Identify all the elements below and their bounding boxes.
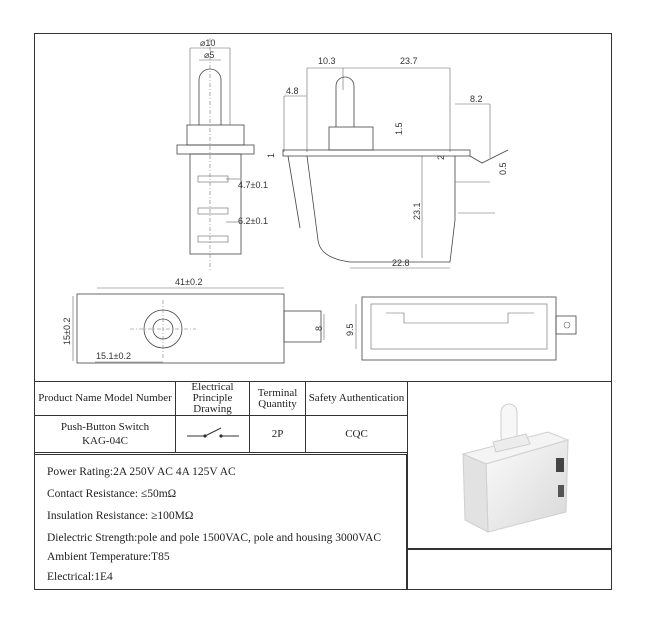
dim-plunger: ⌀5: [204, 50, 214, 60]
dim-1-5: 1.5: [394, 122, 404, 135]
dim-top-width: ⌀10: [200, 38, 215, 48]
header-electrical: Electrical Principle Drawing: [175, 381, 250, 416]
spec-table: Product Name Model Number Electrical Pri…: [34, 381, 408, 453]
cell-safety: CQC: [305, 415, 408, 453]
dim-8: 8: [314, 326, 324, 331]
dim-1: 1: [266, 153, 276, 158]
dim-2: 2: [436, 155, 446, 160]
dim-15-1: 15.1±0.2: [96, 351, 131, 361]
photo-caption: [407, 549, 612, 590]
header-product: Product Name Model Number: [34, 381, 176, 416]
technical-drawing: ⌀10 ⌀5 4.7±0.1 6.2±0.1 10.3 23.7 4.8 8.2…: [62, 38, 577, 364]
bottom-view: 41±0.2 15±0.2 15.1±0.2 8: [62, 277, 325, 364]
dim-4-7: 4.7±0.1: [238, 180, 268, 190]
side-view: 10.3 23.7 4.8 8.2 1.5 2 1 0.5 23.1 22.8: [266, 56, 509, 269]
front-view: ⌀10 ⌀5 4.7±0.1 6.2±0.1: [176, 38, 268, 270]
model-number: KAG-04C: [82, 434, 128, 447]
header-terminal: Terminal Quantity: [249, 381, 306, 416]
spec-dielectric-strength: Dielectric Strength:pole and pole 1500VA…: [47, 532, 381, 544]
spec-power-rating: Power Rating:2A 250V AC 4A 125V AC: [47, 466, 236, 478]
cell-electrical-drawing: [175, 415, 250, 453]
specifications: Power Rating:2A 250V AC 4A 125V AC Conta…: [34, 454, 407, 590]
product-name: Push-Button Switch: [60, 420, 150, 433]
dim-6-2: 6.2±0.1: [238, 216, 268, 226]
dim-41: 41±0.2: [175, 277, 202, 287]
spec-contact-resistance: Contact Resistance: ≤50mΩ: [47, 488, 177, 500]
dim-15: 15±0.2: [62, 318, 72, 345]
dim-0-5: 0.5: [498, 162, 508, 175]
dim-8-2: 8.2: [470, 94, 483, 104]
dim-22-8: 22.8: [392, 258, 410, 268]
dim-4-8: 4.8: [286, 86, 299, 96]
cell-terminal: 2P: [249, 415, 306, 453]
switch-photo-image: [461, 403, 570, 533]
dim-23-1: 23.1: [412, 202, 422, 220]
dim-10-3: 10.3: [318, 56, 336, 66]
spec-electrical: Electrical:1E4: [47, 571, 113, 583]
product-photo: [407, 381, 612, 549]
dim-23-7: 23.7: [400, 56, 418, 66]
header-safety: Safety Authentication: [305, 381, 408, 416]
switch-symbol-icon: [186, 427, 239, 438]
dim-9-5: 9.5: [345, 323, 355, 336]
cell-product: Push-Button Switch KAG-04C: [34, 415, 176, 453]
spec-ambient-temperature: Ambient Temperature:T85: [47, 551, 170, 563]
top-view: 9.5: [345, 296, 577, 361]
spec-insulation-resistance: Insulation Resistance: ≥100MΩ: [47, 510, 194, 522]
